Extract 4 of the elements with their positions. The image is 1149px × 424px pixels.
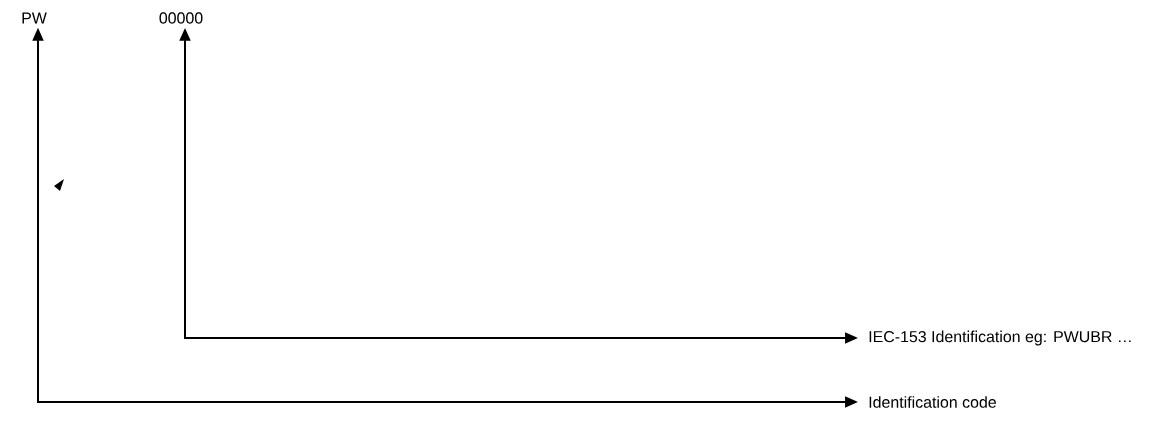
code-label: Identification code [869,396,996,408]
code-label: PW [22,12,47,24]
code-label: 00000 [159,12,203,24]
code-label: IEC-153 Identification eg: PWUBR … [869,330,1131,346]
